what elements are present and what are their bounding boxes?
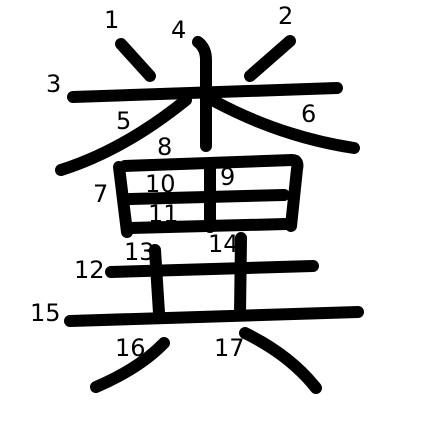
stroke-number-12: 12 [74, 256, 105, 284]
stroke-number-17: 17 [214, 334, 245, 362]
stroke-5 [55, 94, 192, 176]
stroke-17 [239, 327, 322, 394]
stroke-14 [234, 232, 247, 320]
stroke-4 [192, 36, 212, 152]
stroke-number-16: 16 [115, 334, 146, 362]
stroke-2 [244, 35, 296, 82]
stroke-number-6: 6 [301, 100, 317, 128]
stroke-16 [90, 337, 170, 393]
stroke-11 [124, 218, 292, 234]
stroke-number-7: 7 [93, 180, 109, 208]
stroke-number-4: 4 [171, 16, 187, 44]
stroke-number-1: 1 [104, 6, 120, 34]
stroke-number-10: 10 [145, 170, 176, 198]
stroke-6 [210, 96, 360, 154]
stroke-number-9: 9 [220, 163, 236, 191]
stroke-15 [64, 306, 364, 327]
stroke-7 [113, 161, 133, 238]
stroke-10 [124, 189, 290, 205]
stroke-number-11: 11 [148, 200, 179, 228]
stroke-number-3: 3 [46, 70, 62, 98]
stroke-12 [105, 260, 319, 278]
stroke-number-13: 13 [124, 238, 155, 266]
stroke-number-15: 15 [30, 299, 61, 327]
stroke-number-2: 2 [278, 2, 294, 30]
stroke-8 [119, 154, 304, 232]
stroke-13 [149, 244, 165, 319]
stroke-1 [115, 38, 156, 82]
stroke-number-5: 5 [116, 107, 132, 135]
stroke-number-14: 14 [208, 230, 239, 258]
stroke-number-8: 8 [157, 133, 173, 161]
